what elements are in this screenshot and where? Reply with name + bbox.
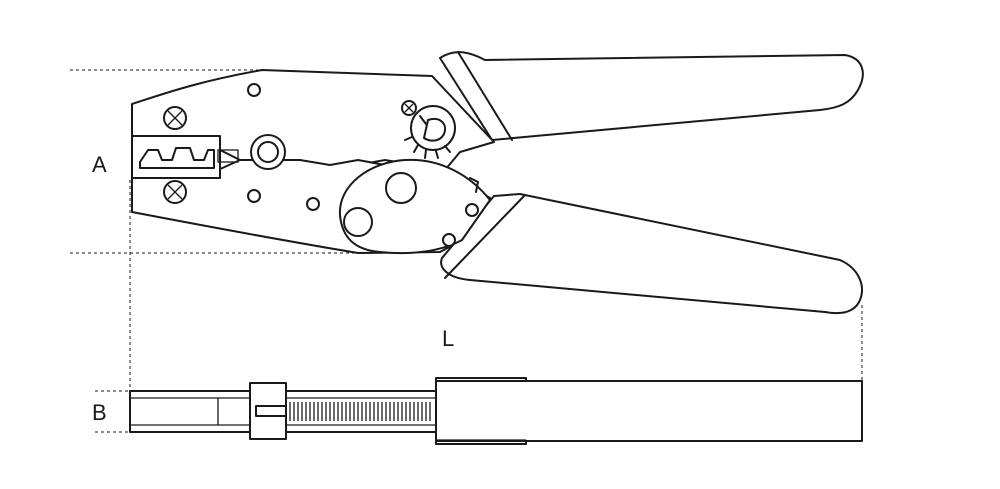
top-view-ratchet-teeth [289,402,431,421]
dimension-label-l: L [442,326,454,351]
pliers-top-view [129,377,863,445]
pliers-side-view [131,51,864,315]
jaw-screw-top [163,106,187,130]
dimension-lines [70,69,863,433]
die-profile [139,147,215,169]
ratchet-screw [401,100,417,116]
top-view-slot [255,405,287,417]
top-view-handle [435,380,863,442]
dimension-label-b: B [92,400,107,425]
upper-grip-collar-line [457,51,513,141]
lower-lever-plate [338,158,491,255]
die-tab [217,149,239,163]
rivet-3 [306,197,320,211]
ratchet-gear [404,105,456,159]
lever-stop [469,177,479,193]
lever-hole-left [343,207,373,237]
rivet-2 [247,189,261,203]
upper-handle-grip [439,51,864,141]
lever-hole-large [385,172,417,204]
rivet-4 [465,203,479,217]
crimp-die [131,135,239,179]
jaw-screw-bottom [163,180,187,204]
dimension-label-a: A [92,152,107,177]
lower-handle-grip [440,193,863,315]
rivet-5 [442,233,456,247]
lower-grip-collar-line [444,194,526,279]
rivet-1 [247,83,261,97]
die-block [131,135,221,179]
main-pivot-inner [257,141,279,163]
